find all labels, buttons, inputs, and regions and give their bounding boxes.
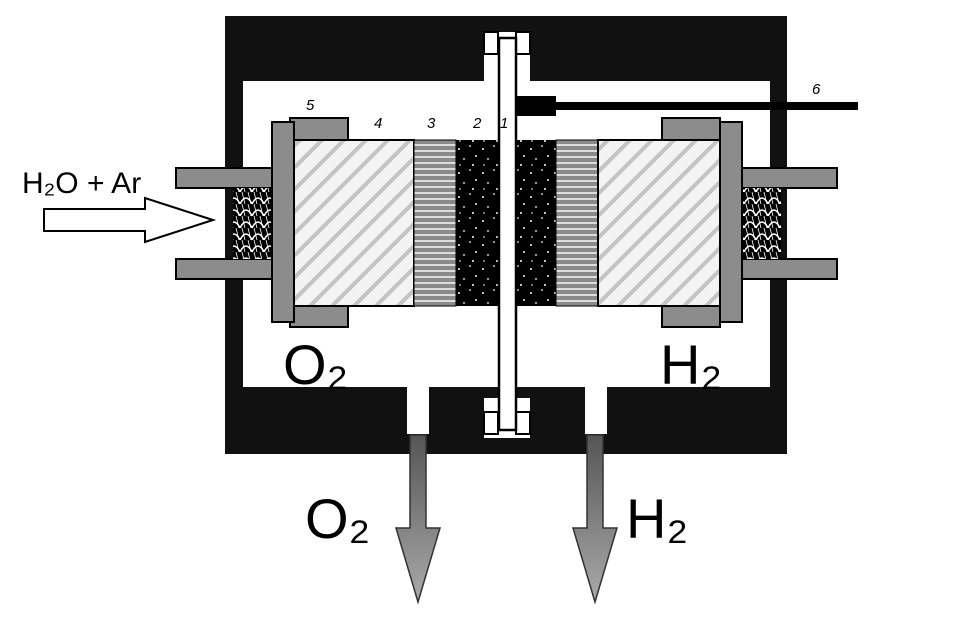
left-porous-electrode	[293, 139, 415, 307]
membrane-holders	[483, 31, 531, 438]
probe	[516, 96, 858, 116]
part-number-4: 4	[374, 115, 382, 132]
outlet-arrow-h2	[571, 434, 619, 605]
outlet-label-right: H₂	[626, 487, 688, 550]
inlet-label: H₂O + Ar	[22, 167, 141, 200]
outlet-label-left: O₂	[305, 487, 370, 550]
chamber-label-right: H₂	[660, 333, 722, 396]
right-striped-layer	[555, 139, 599, 307]
part-number-6: 6	[812, 81, 821, 98]
outlet-arrow-o2	[394, 434, 442, 605]
outlet-pipes	[407, 386, 607, 434]
right-porous-electrode	[597, 139, 721, 307]
left-striped-layer	[413, 139, 457, 307]
chamber-label-left: O₂	[283, 333, 348, 396]
part-number-5: 5	[306, 97, 315, 114]
left-active-layer	[456, 140, 498, 306]
right-active-layer	[516, 140, 556, 306]
part-number-1: 1	[500, 115, 508, 132]
part-number-2: 2	[472, 115, 482, 132]
membrane	[497, 36, 518, 432]
inlet-arrow	[43, 196, 217, 244]
left-clamp	[271, 117, 349, 328]
cell-stack	[293, 139, 721, 307]
part-number-3: 3	[427, 115, 436, 132]
